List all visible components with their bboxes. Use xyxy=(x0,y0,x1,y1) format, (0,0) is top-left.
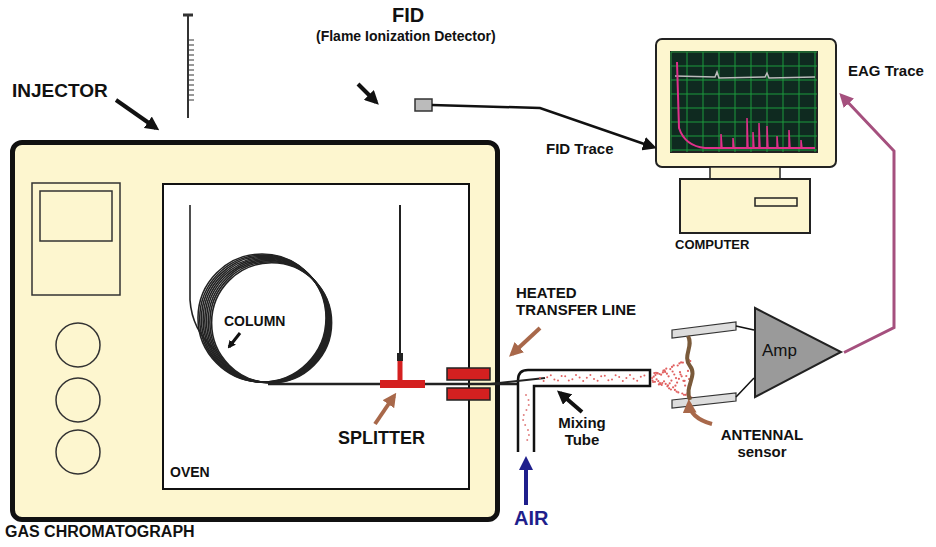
mixing-tube xyxy=(518,370,650,452)
node-title: COMPUTER xyxy=(675,238,749,253)
column-arrow xyxy=(229,333,240,347)
node-title: GAS CHROMATOGRAPH xyxy=(5,523,195,541)
signal-label: EAG Trace xyxy=(848,62,924,79)
syringe xyxy=(183,15,194,118)
part-label: FID xyxy=(392,4,424,27)
computer: COMPUTER xyxy=(655,38,840,258)
gc-column xyxy=(190,205,545,384)
part-label: INJECTOR xyxy=(12,80,108,102)
amp-label: Amp xyxy=(762,341,797,361)
fid-trace-line xyxy=(432,105,653,147)
fid-detector xyxy=(415,99,432,111)
splitter xyxy=(380,353,425,388)
part-label: HEATED TRANSFER LINE xyxy=(516,284,656,319)
splitter-arrow xyxy=(375,396,394,424)
node-title: OVEN xyxy=(170,464,210,480)
control-panel xyxy=(32,183,120,474)
fid-arrow xyxy=(358,84,376,102)
part-label: COLUMN xyxy=(222,313,287,329)
heated-transfer-line xyxy=(447,368,490,400)
antenna-arrow xyxy=(689,403,712,424)
injector-arrow xyxy=(116,100,156,128)
signal-label: FID Trace xyxy=(546,140,614,157)
antenna-preparation xyxy=(672,322,754,408)
mixing-arrow xyxy=(560,393,582,412)
air-arrow xyxy=(524,460,528,505)
column-end xyxy=(490,378,545,384)
part-label: Mixing Tube xyxy=(546,414,618,449)
part-label: SPLITTER xyxy=(338,428,425,449)
transfer-arrow xyxy=(512,328,540,354)
computer-drawing xyxy=(655,38,840,258)
signal-connector xyxy=(842,96,894,353)
part-subtitle: (Flame Ionization Detector) xyxy=(316,28,496,44)
amplifier: Amp xyxy=(752,305,844,400)
odour-plume xyxy=(522,359,692,441)
part-label: AIR xyxy=(514,507,548,530)
part-label: ANTENNAL sensor xyxy=(706,426,818,461)
